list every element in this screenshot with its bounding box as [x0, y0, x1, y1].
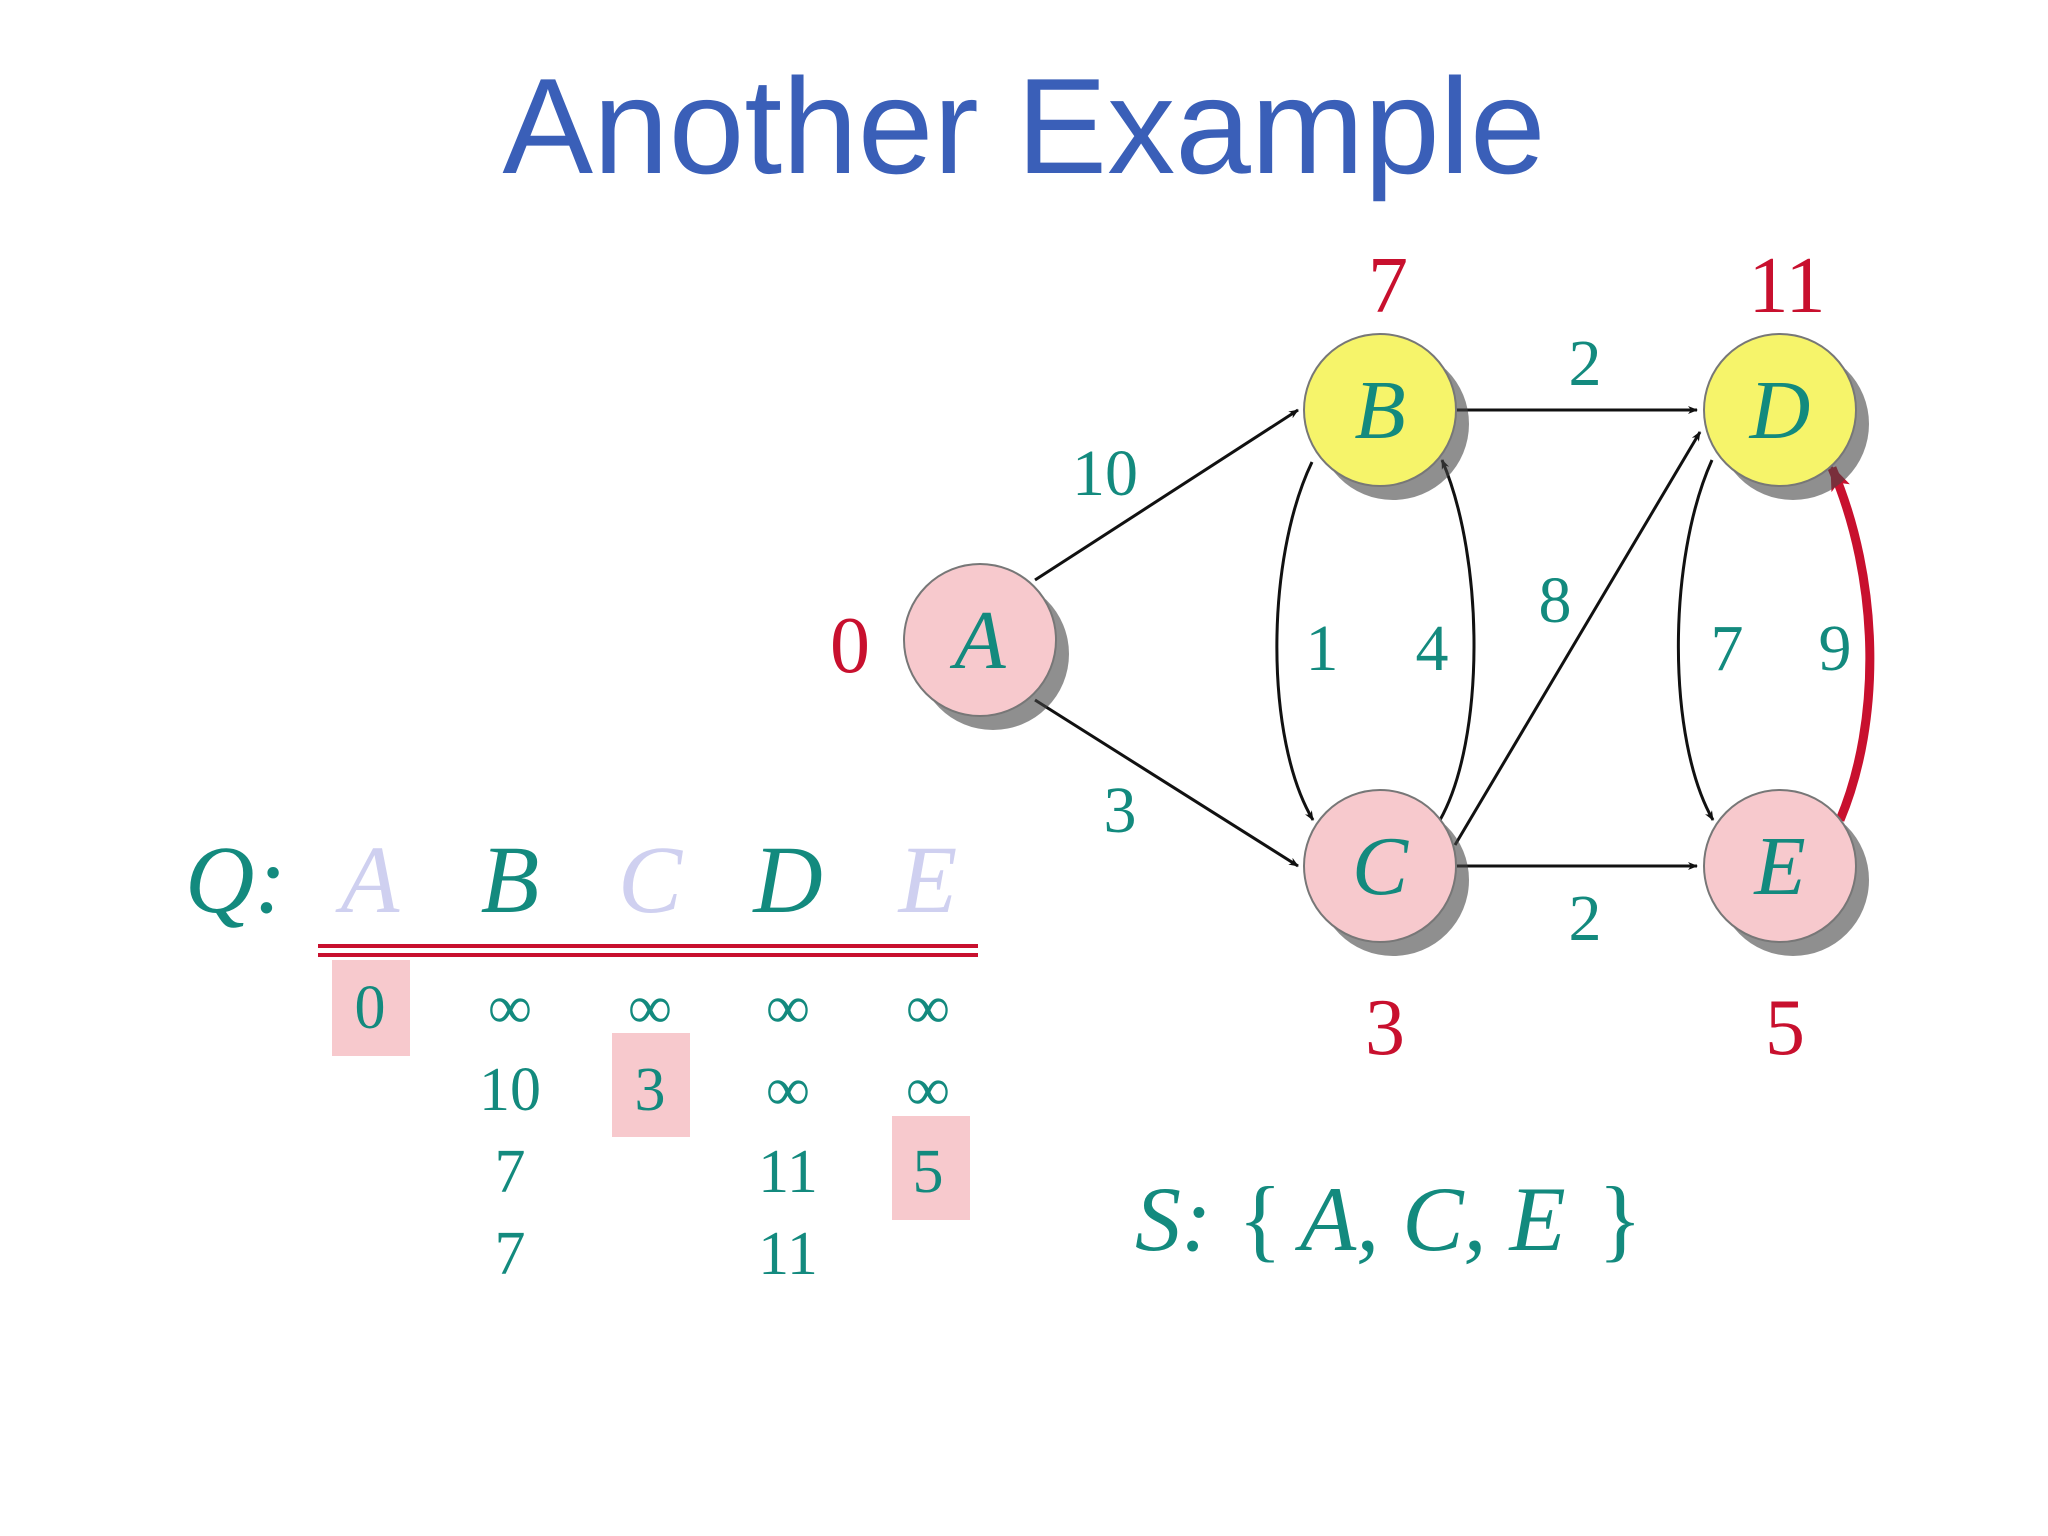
queue-header-c: C	[618, 826, 683, 933]
node-d: D	[1703, 333, 1869, 500]
weight-a-b: 10	[1072, 437, 1138, 510]
queue-cell: ∞	[906, 1056, 950, 1124]
set-s-label: S:	[1135, 1168, 1212, 1270]
weight-a-c: 3	[1104, 774, 1137, 847]
queue-cell: 11	[758, 1138, 818, 1206]
queue-cell: ∞	[906, 974, 950, 1042]
priority-queue: Q: A B C D E 0 ∞ ∞ ∞ ∞ 10 3 ∞ ∞	[185, 826, 978, 1288]
weight-b-d: 2	[1569, 327, 1602, 400]
weight-d-e: 7	[1711, 612, 1744, 685]
node-b-label: B	[1354, 364, 1405, 457]
queue-highlight-e	[892, 1116, 970, 1220]
node-e-circle	[1703, 789, 1857, 943]
queue-cell: 10	[479, 1056, 541, 1124]
edge-a-c	[1034, 698, 1299, 868]
queue-header-e: E	[897, 826, 958, 933]
node-a-label: A	[949, 594, 1006, 687]
queue-cell: 11	[758, 1220, 818, 1288]
distance-a: 0	[830, 602, 870, 690]
distance-c: 3	[1365, 984, 1405, 1072]
queue-cell: 5	[913, 1138, 944, 1206]
edge-weights: 10 3 4 1 2 8 2 7 9	[1072, 327, 1852, 955]
settled-set: S: { A, C, E }	[1135, 1168, 1642, 1270]
node-c-circle	[1303, 789, 1457, 943]
node-a-circle	[903, 563, 1057, 717]
queue-header-a: A	[335, 826, 400, 933]
queue-cell: 7	[495, 1138, 526, 1206]
queue-cell: 0	[355, 974, 386, 1042]
edge-c-b	[1438, 459, 1476, 821]
queue-cell: 7	[495, 1220, 526, 1288]
distance-d: 11	[1748, 242, 1825, 330]
set-s-members: A, C, E	[1294, 1168, 1566, 1270]
node-distances: 0 7 3 11 5	[830, 242, 1826, 1072]
queue-cell: ∞	[766, 1056, 810, 1124]
queue-header-b: B	[481, 826, 540, 933]
queue-cell: ∞	[488, 974, 532, 1042]
node-b-circle	[1303, 333, 1457, 487]
queue-cell: 3	[635, 1056, 666, 1124]
edge-c-d	[1453, 431, 1702, 846]
edge-d-e	[1676, 459, 1715, 821]
queue-cell: ∞	[628, 974, 672, 1042]
node-e-label: E	[1753, 820, 1805, 913]
node-d-circle	[1703, 333, 1857, 487]
node-b: B	[1303, 333, 1469, 500]
queue-cell: ∞	[766, 974, 810, 1042]
queue-highlight-c	[612, 1033, 690, 1137]
weight-c-e: 2	[1569, 882, 1602, 955]
weight-e-d: 9	[1819, 612, 1852, 685]
weight-c-b: 4	[1416, 612, 1449, 685]
node-d-label: D	[1749, 364, 1811, 457]
slide-title: Another Example	[502, 50, 1546, 202]
distance-b: 7	[1368, 242, 1408, 330]
edge-e-d	[1827, 464, 1875, 822]
set-s-open-brace: {	[1238, 1168, 1282, 1270]
distance-e: 5	[1765, 984, 1805, 1072]
set-s-close-brace: }	[1598, 1168, 1642, 1270]
node-c-label: C	[1352, 820, 1409, 913]
queue-highlight-a	[332, 960, 410, 1056]
graph-edges	[1034, 406, 1875, 870]
node-a: A	[903, 563, 1069, 730]
queue-header-d: D	[751, 826, 822, 933]
queue-label: Q:	[185, 826, 286, 933]
graph-nodes: A B C D E	[903, 333, 1869, 956]
weight-c-d: 8	[1539, 564, 1572, 637]
edge-a-b	[1034, 408, 1299, 582]
node-e: E	[1703, 789, 1869, 956]
node-c: C	[1303, 789, 1469, 956]
weight-b-c: 1	[1306, 612, 1339, 685]
edge-b-c	[1275, 461, 1315, 821]
